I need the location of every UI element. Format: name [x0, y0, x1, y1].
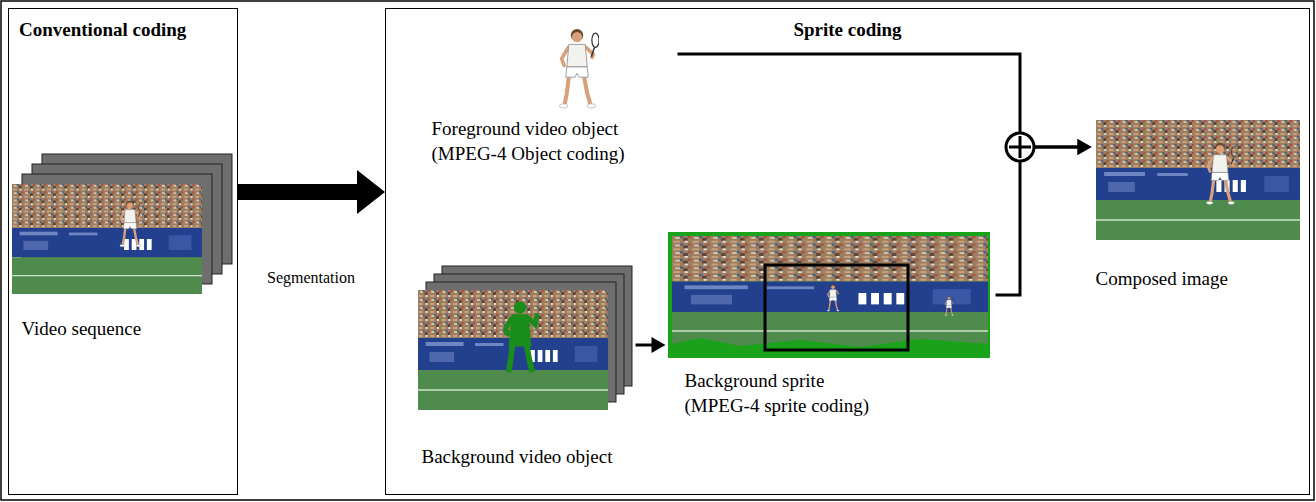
background-sprite [668, 232, 990, 358]
image-caption-box: Foreground video object (MPEG-4 Object c… [428, 24, 678, 172]
arrowhead [652, 337, 666, 353]
image-caption-box: Video sequence [10, 148, 235, 348]
image-caption: Background sprite (MPEG-4 sprite coding) [685, 368, 895, 418]
player-figure [1206, 143, 1237, 205]
connector-arrow [996, 139, 1092, 295]
image-caption-box: Background sprite (MPEG-4 sprite coding) [666, 228, 996, 426]
coding-panel: Sprite codingForeground video object (MP… [385, 8, 1310, 495]
panel-title: Sprite coding [386, 17, 1309, 42]
connector-line [238, 184, 358, 200]
image-caption: Composed image [1096, 266, 1228, 291]
arrowhead [357, 170, 385, 214]
edge-label: Segmentation [265, 268, 357, 288]
plus-sign [1009, 136, 1031, 158]
foreground-object [560, 29, 599, 108]
sprite-mosaic [672, 236, 988, 350]
connector-arrow [238, 170, 385, 214]
image-caption-box: Composed image [1092, 116, 1304, 300]
image-caption: Background video object [422, 444, 613, 469]
video-frame [12, 184, 202, 294]
player-figure [120, 201, 143, 247]
edge-label-holder: Segmentation [265, 268, 357, 288]
sprite-ground [668, 232, 990, 358]
composed-frame [1096, 120, 1300, 240]
composed-image [1096, 120, 1300, 240]
arrowhead [1078, 139, 1092, 155]
player-silhouette [506, 301, 537, 372]
view-window [765, 265, 908, 350]
connector-line [996, 147, 1079, 295]
linesman-figure [945, 296, 955, 315]
player-figure [560, 29, 599, 108]
sum-circle [1006, 133, 1034, 161]
image-caption: Foreground video object (MPEG-4 Object c… [432, 116, 674, 166]
connector-line [636, 344, 653, 347]
panel-title: Conventional coding [19, 17, 186, 42]
background-frame [418, 290, 608, 410]
coding-panel: Conventional codingVideo sequence [8, 8, 238, 495]
sprite-edge [672, 338, 988, 358]
player-figure [827, 284, 840, 311]
image-caption-box: Background video object [412, 256, 636, 474]
image-caption: Video sequence [22, 316, 142, 341]
arrowhead [1078, 139, 1092, 155]
video-sequence-stack [12, 154, 232, 294]
background-object-stack [418, 266, 632, 410]
sum-symbol [1006, 133, 1034, 161]
connector-arrow [636, 337, 666, 353]
